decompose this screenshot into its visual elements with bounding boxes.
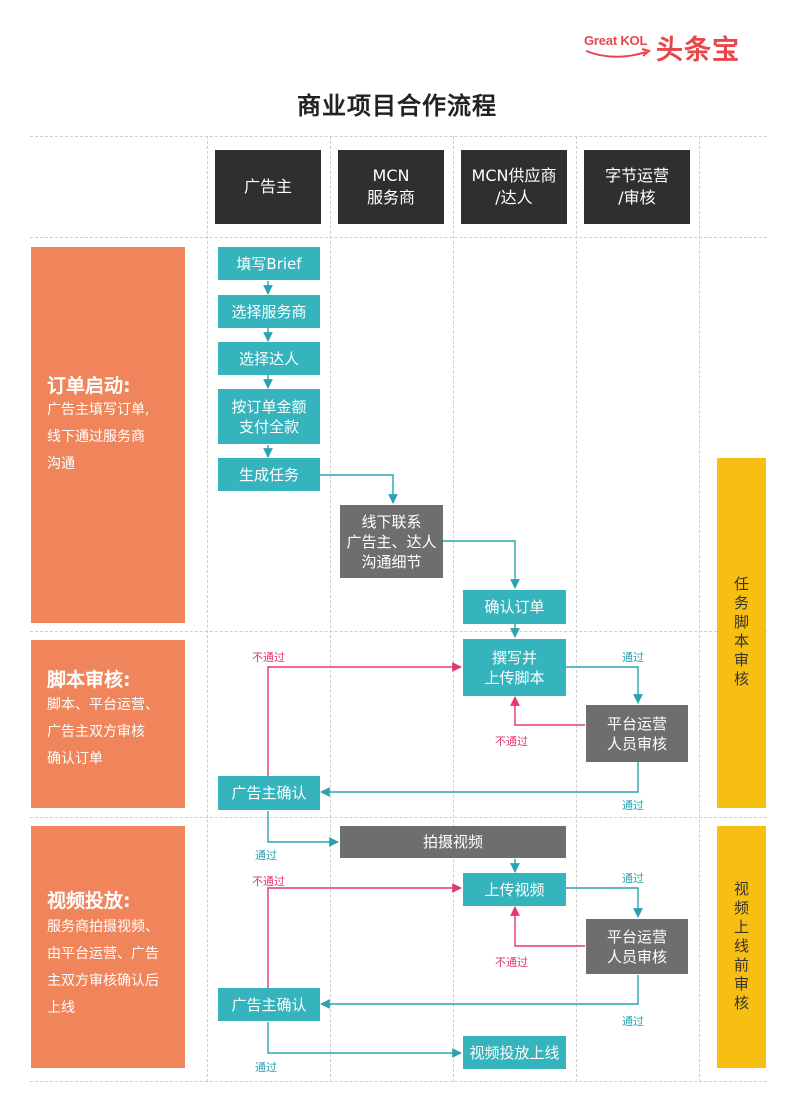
arrow bbox=[320, 975, 639, 1009]
phase-script-review: 脚本审核: 脚本、平台运营、 广告主双方审核 确认订单 bbox=[31, 640, 185, 808]
arrow bbox=[443, 540, 520, 589]
reject-arrow bbox=[267, 883, 462, 988]
reject-arrow bbox=[510, 906, 585, 947]
phase-title: 视频投放: bbox=[47, 890, 131, 912]
label-pass: 通过 bbox=[255, 1061, 277, 1074]
reject-arrow bbox=[510, 696, 585, 726]
reject-arrow bbox=[267, 662, 462, 776]
label-pass: 通过 bbox=[622, 872, 644, 885]
label-fail: 不通过 bbox=[495, 956, 528, 969]
step-shoot-video: 拍摄视频 bbox=[340, 826, 566, 858]
grid-line bbox=[30, 237, 767, 238]
step-upload-video: 上传视频 bbox=[463, 873, 566, 906]
step-confirm-order: 确认订单 bbox=[463, 590, 566, 624]
grid-line bbox=[30, 817, 767, 818]
step-advertiser-confirm-2: 广告主确认 bbox=[218, 988, 320, 1021]
grid-line bbox=[699, 136, 700, 1082]
step-write-script: 撰写并 上传脚本 bbox=[463, 639, 566, 696]
step-publish-video: 视频投放上线 bbox=[463, 1036, 566, 1069]
label-fail: 不通过 bbox=[252, 875, 285, 888]
logo-greatkol-text: Great KOL bbox=[584, 33, 648, 48]
phase-video-launch: 视频投放: 服务商拍摄视频、 由平台运营、广告 主双方审核确认后 上线 bbox=[31, 826, 185, 1068]
label-pass: 通过 bbox=[622, 1015, 644, 1028]
arrow bbox=[320, 474, 398, 504]
phase-title: 脚本审核: bbox=[47, 669, 131, 691]
side-label-text: 任务脚本审核 bbox=[732, 576, 750, 690]
label-pass: 通过 bbox=[622, 799, 644, 812]
column-header-mcn-agency: MCN 服务商 bbox=[338, 150, 444, 224]
step-fill-brief: 填写Brief bbox=[218, 247, 320, 280]
label-pass: 通过 bbox=[622, 651, 644, 664]
side-label-script-review: 任务脚本审核 bbox=[717, 458, 766, 808]
column-header-advertiser: 广告主 bbox=[215, 150, 321, 224]
phase-title: 订单启动: bbox=[47, 375, 131, 397]
label-fail: 不通过 bbox=[252, 651, 285, 664]
step-pay-full: 按订单金额 支付全款 bbox=[218, 389, 320, 444]
arrow bbox=[320, 762, 639, 797]
step-select-agency: 选择服务商 bbox=[218, 295, 320, 328]
step-advertiser-confirm-1: 广告主确认 bbox=[218, 776, 320, 810]
step-platform-review-2: 平台运营 人员审核 bbox=[586, 919, 688, 974]
column-header-mcn-supplier: MCN供应商 /达人 bbox=[461, 150, 567, 224]
grid-line bbox=[576, 136, 577, 1082]
phase-description: 服务商拍摄视频、 由平台运营、广告 主双方审核确认后 上线 bbox=[47, 919, 159, 1016]
grid-line bbox=[207, 136, 208, 1082]
phase-description: 脚本、平台运营、 广告主双方审核 确认订单 bbox=[47, 697, 159, 767]
phase-order-start: 订单启动: 广告主填写订单, 线下通过服务商 沟通 bbox=[31, 247, 185, 623]
arrow bbox=[267, 1022, 462, 1058]
arrow bbox=[267, 811, 339, 847]
label-fail: 不通过 bbox=[495, 735, 528, 748]
column-header-bytedance: 字节运营 /审核 bbox=[584, 150, 690, 224]
grid-line bbox=[330, 136, 331, 1082]
grid-line bbox=[453, 136, 454, 1082]
arrow bbox=[566, 887, 643, 918]
side-label-text: 视频上线前审核 bbox=[732, 880, 750, 1014]
page-title: 商业项目合作流程 bbox=[297, 92, 497, 120]
step-select-talent: 选择达人 bbox=[218, 342, 320, 375]
step-create-task: 生成任务 bbox=[218, 458, 320, 491]
arrow bbox=[566, 666, 643, 704]
phase-description: 广告主填写订单, 线下通过服务商 沟通 bbox=[47, 402, 150, 472]
logo-swoosh-icon bbox=[585, 48, 652, 58]
logo-brand-text: 头条宝 bbox=[656, 35, 740, 66]
grid-line bbox=[30, 631, 767, 632]
label-pass: 通过 bbox=[255, 849, 277, 862]
logo: Great KOL 头条宝 bbox=[584, 30, 774, 66]
step-platform-review-1: 平台运营 人员审核 bbox=[586, 705, 688, 762]
grid-line bbox=[30, 1081, 767, 1082]
side-label-video-review: 视频上线前审核 bbox=[717, 826, 766, 1068]
grid-line bbox=[30, 136, 767, 137]
step-offline-contact: 线下联系 广告主、达人 沟通细节 bbox=[340, 505, 443, 578]
